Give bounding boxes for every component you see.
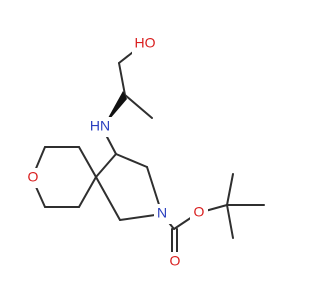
amine-nitrogen-label: HN <box>90 118 110 134</box>
bond-spiro-upper-left <box>78 146 97 178</box>
bond-c1-spiro <box>95 176 121 221</box>
ring-nitrogen-label: N <box>157 205 167 221</box>
bond-tertbutyl-top-methyl <box>226 173 234 206</box>
bond-layer <box>31 44 265 263</box>
ester-oxygen-label: O <box>194 204 205 220</box>
bond-lower-ring-to-spiro <box>78 176 97 208</box>
ester-oxygen-label-background <box>190 203 208 223</box>
bond-spiro-c4 <box>95 153 117 178</box>
bond-nh-ring-carbon <box>105 134 117 155</box>
amine-label-background <box>88 117 112 137</box>
bond-ch2-stereocenter <box>118 62 126 96</box>
carbonyl-oxygen-label-background <box>167 252 183 272</box>
atom-label-layer: HO HN O N O O <box>25 34 208 272</box>
ring-oxygen-label-background <box>25 168 41 188</box>
bond-stereocenter-methyl <box>124 94 153 119</box>
hydroxyl-oxygen-label: HO <box>135 35 156 51</box>
molecule-structure-diagram: HO HN O N O O <box>25 34 265 272</box>
ring-nitrogen-label-background <box>154 204 172 224</box>
ring-oxygen-label: O <box>28 169 39 185</box>
carbonyl-oxygen-label: O <box>170 253 181 269</box>
hydroxyl-label-background <box>132 34 158 54</box>
bond-tertbutyl-bottom-methyl <box>226 204 234 239</box>
bond-c4-c3 <box>115 153 148 168</box>
